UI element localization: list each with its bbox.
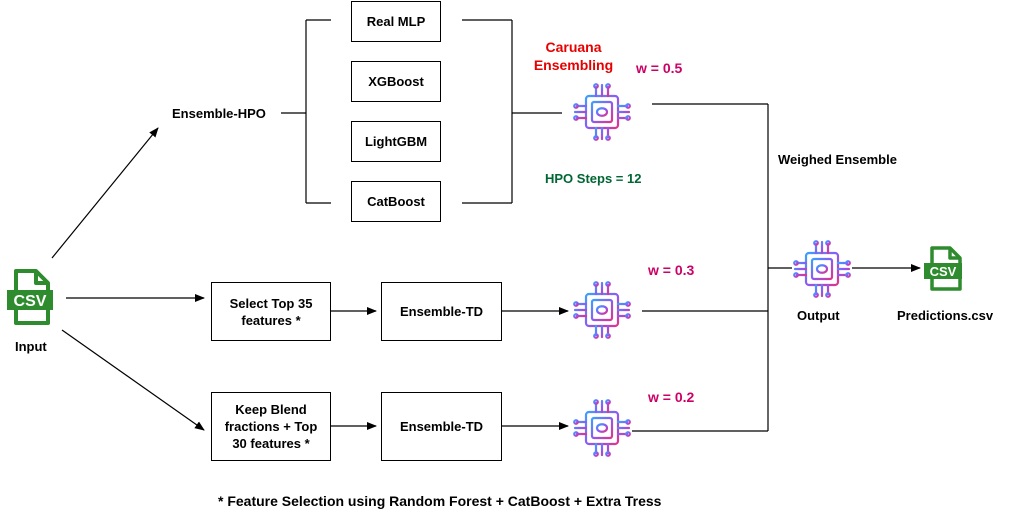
arrow-input-to-hpo: [51, 127, 159, 259]
ai-chip-icon-hpo: [572, 82, 632, 147]
weighed-ensemble-label: Weighed Ensemble: [778, 152, 897, 167]
ai-chip-icon-output: [792, 239, 852, 304]
predictions-csv-icon: CSV: [924, 246, 962, 291]
ai-chip-icon-top35: [572, 280, 632, 345]
footnote: * Feature Selection using Random Forest …: [218, 493, 662, 509]
weight-hpo: w = 0.5: [636, 60, 683, 76]
model-box-real-mlp: Real MLP: [351, 1, 441, 42]
svg-text:CSV: CSV: [14, 293, 47, 310]
ensemble-td-box-2: Ensemble-TD: [381, 392, 502, 461]
input-label: Input: [15, 339, 47, 354]
keep-blend-box: Keep Blend fractions + Top 30 features *: [211, 392, 331, 461]
csv-file-icon: CSV: [7, 269, 53, 325]
ensemble-td-box-1: Ensemble-TD: [381, 282, 502, 341]
model-box-lightgbm: LightGBM: [351, 121, 441, 162]
model-box-catboost: CatBoost: [351, 181, 441, 222]
ai-chip-icon-blend: [572, 398, 632, 463]
caruana-ensembling-label: Caruana Ensembling: [533, 39, 614, 73]
arrow-input-to-blend: [61, 329, 205, 431]
weight-blend: w = 0.2: [648, 389, 695, 405]
predictions-label: Predictions.csv: [897, 308, 994, 323]
svg-text:CSV: CSV: [930, 264, 957, 279]
output-label: Output: [797, 308, 840, 323]
ensemble-hpo-label: Ensemble-HPO: [172, 106, 266, 121]
select-top35-box: Select Top 35 features *: [211, 282, 331, 341]
model-box-xgboost: XGBoost: [351, 61, 441, 102]
weight-top35: w = 0.3: [648, 262, 695, 278]
hpo-steps-label: HPO Steps = 12: [545, 171, 642, 186]
